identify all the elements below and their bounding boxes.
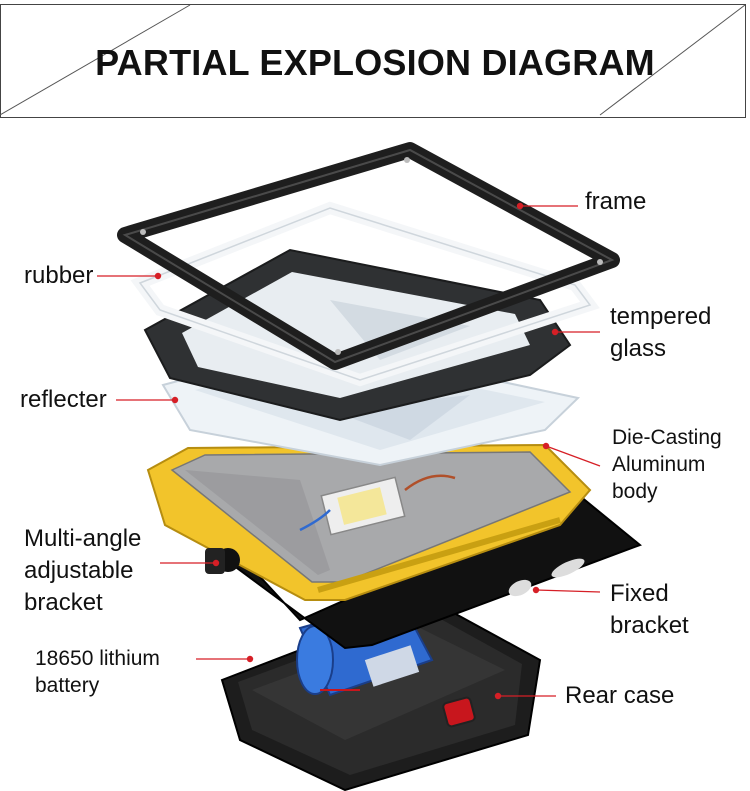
label-reflecter: reflecter [20, 386, 107, 413]
title-diagonal-left [0, 4, 191, 116]
title-frame [0, 4, 746, 118]
label-battery: 18650 lithium battery [35, 647, 160, 697]
label-die-casting-body: Die-Casting Aluminum body [612, 426, 722, 503]
rear-case-part [220, 598, 542, 791]
label-tempered-glass: tempered glass [610, 303, 712, 362]
title-diagonal-right [599, 4, 746, 116]
tempered-glass-part [143, 248, 572, 422]
label-multi-angle-bracket: Multi-angle adjustable bracket [24, 525, 142, 616]
label-frame: frame [585, 188, 647, 215]
label-fixed-bracket: Fixed bracket [610, 580, 689, 639]
frame-part [117, 142, 620, 370]
rubber-part [130, 201, 600, 387]
leader-lines [97, 202, 601, 700]
label-rubber: rubber [24, 262, 94, 289]
label-rear-case: Rear case [565, 682, 675, 709]
page-title: PARTIAL EXPLOSION DIAGRAM [95, 42, 655, 83]
die-casting-body-part [146, 443, 592, 601]
